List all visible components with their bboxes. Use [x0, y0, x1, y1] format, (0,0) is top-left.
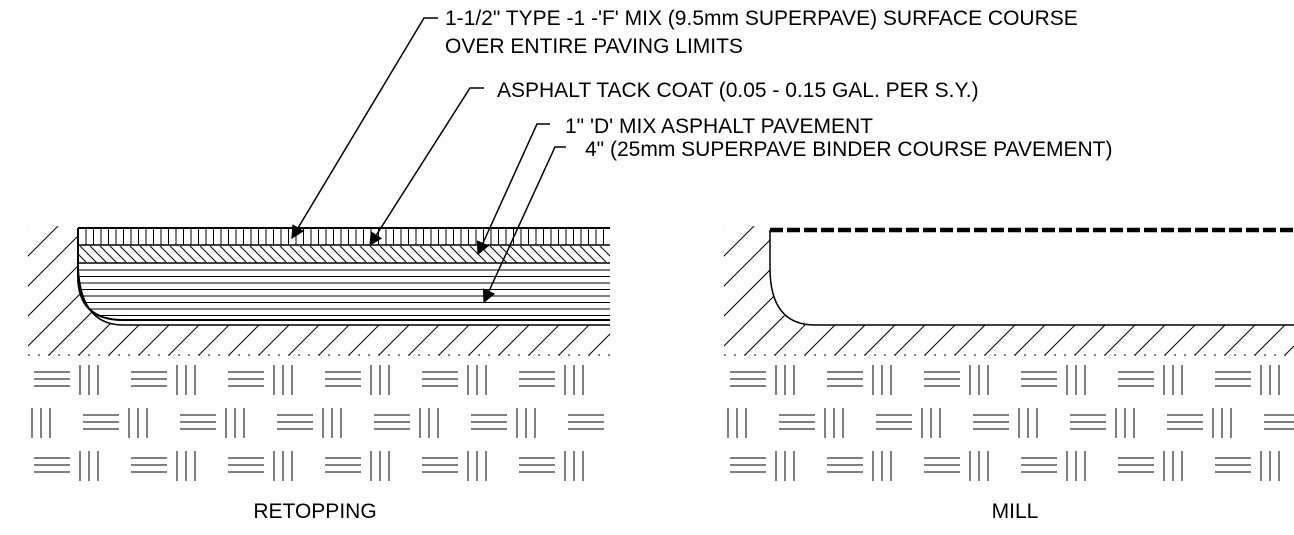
d-mix-hatch-line	[509, 246, 528, 263]
earth-hatch-line	[28, 226, 59, 355]
d-mix-hatch-line	[459, 246, 478, 263]
leader-tack-coat	[369, 87, 484, 247]
earth-hatch-line	[709, 226, 838, 355]
d-mix-hatch-line	[109, 246, 128, 263]
d-mix-hatch-line	[489, 246, 508, 263]
surface-course-hatch	[85, 228, 604, 245]
d-mix-hatch-line	[609, 246, 610, 247]
callout-surface-course: 1-1/2" TYPE -1 -'F' MIX (9.5mm SUPERPAVE…	[445, 7, 1084, 58]
earth-hatch-line	[679, 226, 808, 355]
d-mix-hatch-line	[159, 246, 178, 263]
d-mix-hatch-line	[299, 246, 318, 263]
leader-d-mix	[476, 123, 550, 256]
d-mix-hatch-line	[99, 246, 118, 263]
leader-surface-course	[291, 17, 438, 240]
d-mix-hatch-line	[599, 246, 610, 257]
callout-surface-course-line1: 1-1/2" TYPE -1 -'F' MIX (9.5mm SUPERPAVE…	[445, 7, 1078, 30]
d-mix-hatch-line	[499, 246, 518, 263]
callout-binder-course: 4" (25mm SUPERPAVE BINDER COURSE PAVEMEN…	[585, 138, 1113, 161]
d-mix-hatch-line	[439, 246, 458, 263]
d-mix-hatch-line	[359, 246, 378, 263]
d-mix-hatch-line	[620, 246, 637, 263]
callout-surface-course-line2: OVER ENTIRE PAVING LIMITS	[445, 35, 743, 58]
d-mix-hatch-line	[289, 246, 308, 263]
earth-hatch-right	[724, 226, 1294, 355]
d-mix-hatch-line	[589, 246, 608, 263]
d-mix-hatch-line	[179, 246, 198, 263]
d-mix-hatch-line	[519, 246, 538, 263]
d-mix-hatch-line	[479, 246, 498, 263]
d-mix-hatch-line	[209, 246, 228, 263]
d-mix-hatch-line	[559, 246, 578, 263]
base-basketweave-right	[727, 365, 1294, 481]
d-mix-hatch-line	[409, 246, 428, 263]
section-title-mill: MILL	[992, 500, 1039, 523]
earth-hatch-line	[724, 226, 755, 355]
d-mix-hatch-line	[119, 246, 138, 263]
d-mix-hatch-line	[339, 246, 358, 263]
earth-hatch-line	[1224, 226, 1294, 355]
callout-tack-coat: ASPHALT TACK COAT (0.05 - 0.15 GAL. PER …	[497, 79, 979, 102]
d-mix-hatch-line	[389, 246, 408, 263]
d-mix-hatch-line	[419, 246, 438, 263]
earth-hatch-line	[649, 226, 778, 355]
earth-hatch-line	[724, 226, 785, 355]
d-mix-hatch-line	[129, 246, 148, 263]
earth-hatch-line	[1284, 226, 1294, 355]
d-mix-hatch-line	[229, 246, 248, 263]
d-mix-hatch-line	[379, 246, 398, 263]
d-mix-hatch-line	[469, 246, 488, 263]
d-mix-hatch-line	[549, 246, 568, 263]
d-mix-hatch-line	[239, 246, 258, 263]
d-mix-hatch-line	[539, 246, 558, 263]
d-mix-hatch-line	[369, 246, 388, 263]
retopping-layer-outlines	[77, 227, 610, 326]
d-mix-hatch-line	[579, 246, 598, 263]
d-mix-hatch-line	[569, 246, 588, 263]
retopping-section	[28, 226, 838, 481]
d-mix-hatch-line	[169, 246, 188, 263]
earth-hatch-line	[28, 226, 89, 355]
d-mix-hatch-line	[269, 246, 288, 263]
callout-d-mix: 1" 'D' MIX ASPHALT PAVEMENT	[565, 115, 873, 138]
d-mix-hatch-line	[79, 246, 98, 263]
d-mix-hatch-line	[329, 246, 348, 263]
earth-hatch-line	[558, 226, 610, 355]
d-mix-hatch-line	[60, 246, 77, 263]
earth-hatch-line	[724, 226, 725, 355]
d-mix-hatch-line	[349, 246, 368, 263]
d-mix-hatch-line	[139, 246, 158, 263]
d-mix-hatch-line	[449, 246, 468, 263]
earth-hatch-line	[619, 226, 748, 355]
earth-hatch-line	[1254, 226, 1294, 355]
leader-binder-course	[482, 146, 566, 304]
d-mix-hatch-line	[189, 246, 208, 263]
d-mix-hatch-line	[429, 246, 448, 263]
d-mix-hatch-line	[219, 246, 238, 263]
d-mix-hatch-line	[259, 246, 278, 263]
earth-hatch-line	[28, 226, 29, 355]
d-mix-hatch-line	[279, 246, 298, 263]
d-mix-hatch-line	[199, 246, 218, 263]
d-mix-hatch-line	[309, 246, 328, 263]
binder-course-hatch	[78, 269, 610, 316]
d-mix-hatch-line	[89, 246, 108, 263]
base-basketweave-left	[31, 365, 604, 481]
mill-cut-outline	[769, 230, 1294, 326]
d-mix-hatch-line	[149, 246, 168, 263]
mill-section	[724, 226, 1294, 481]
section-title-retopping: RETOPPING	[253, 500, 376, 523]
d-mix-hatch-line	[399, 246, 418, 263]
d-mix-hatch-line	[249, 246, 268, 263]
d-mix-hatch	[60, 246, 637, 263]
d-mix-hatch-line	[319, 246, 338, 263]
d-mix-hatch-line	[529, 246, 548, 263]
